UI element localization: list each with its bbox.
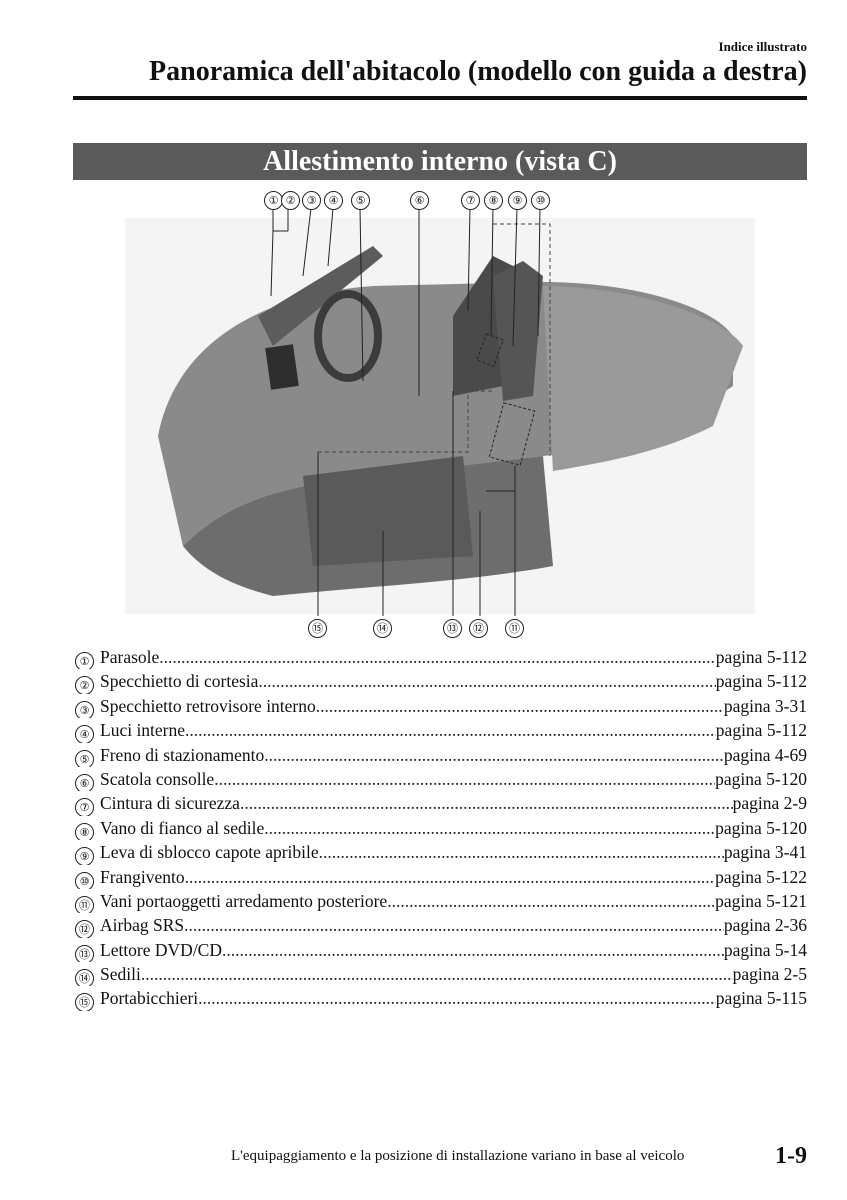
callout-5: ⑤ bbox=[351, 191, 370, 210]
page-reference-link[interactable]: pagina 5-120 bbox=[715, 817, 807, 838]
legend-number: ⑩ bbox=[75, 871, 94, 889]
legend-row: ⑬ Lettore DVD/CD pagina 5-14 bbox=[75, 938, 807, 963]
legend-item-label: Freno di stazionamento bbox=[100, 744, 265, 765]
callout-9: ⑨ bbox=[508, 191, 527, 210]
legend-row: ⑫ Airbag SRS pagina 2-36 bbox=[75, 913, 807, 938]
legend-row: ③ Specchietto retrovisore interno pagina 3… bbox=[75, 694, 807, 719]
dot-leader bbox=[184, 913, 724, 937]
dot-leader bbox=[185, 718, 716, 742]
legend-row: ⑨ Leva di sblocco capote apribile pagina 3… bbox=[75, 840, 807, 865]
interior-illustration: ① ② ③ ④ ⑤ ⑥ ⑦ ⑧ ⑨ ⑩ ⑮ ⑭ ⑬ ⑫ ⑪ bbox=[73, 186, 807, 646]
page-number: 1-9 bbox=[775, 1143, 807, 1169]
legend-item-label: Luci interne bbox=[100, 720, 186, 741]
legend-item-label: Frangivento bbox=[100, 866, 185, 887]
dot-leader bbox=[141, 962, 733, 986]
legend-row: ① Parasole pagina 5-112 bbox=[75, 645, 807, 670]
dot-leader bbox=[185, 865, 716, 889]
callout-4: ④ bbox=[324, 191, 343, 210]
legend-number: ⑪ bbox=[75, 895, 94, 914]
dot-leader bbox=[264, 816, 715, 840]
legend-number: ⑭ bbox=[75, 969, 94, 987]
page-reference-link[interactable]: pagina 3-31 bbox=[723, 695, 807, 716]
legend-item-label: Vani portaoggetti arredamento posteriore bbox=[100, 890, 388, 911]
legend-number: ⑨ bbox=[75, 847, 94, 865]
footer-note: L'equipaggiamento e la posizione di inst… bbox=[231, 1148, 685, 1164]
legend-item-label: Leva di sblocco capote apribile bbox=[100, 842, 319, 863]
cabin-drawing bbox=[125, 207, 755, 616]
page-reference-link[interactable]: pagina 5-112 bbox=[715, 647, 807, 667]
dot-leader bbox=[319, 840, 724, 864]
dot-leader bbox=[240, 791, 733, 815]
legend-number: ② bbox=[75, 676, 94, 694]
callout-3: ③ bbox=[302, 191, 321, 210]
page-reference-link[interactable]: pagina 2-9 bbox=[732, 793, 807, 814]
dot-leader bbox=[258, 669, 715, 693]
callout-6: ⑥ bbox=[410, 191, 429, 210]
callout-13: ⑬ bbox=[443, 619, 462, 638]
page-reference-link[interactable]: pagina 5-121 bbox=[715, 890, 807, 911]
legend-item-label: Airbag SRS bbox=[100, 915, 185, 936]
legend-item-label: Portabicchieri bbox=[100, 988, 199, 1009]
callout-2: ② bbox=[281, 191, 300, 210]
dot-leader bbox=[264, 743, 724, 767]
callout-10: ⑩ bbox=[531, 191, 550, 210]
callout-8: ⑧ bbox=[484, 191, 503, 210]
legend-number: ④ bbox=[75, 725, 94, 743]
section-subheader: Allestimento interno (vista C) bbox=[73, 143, 807, 180]
page-reference-link[interactable]: pagina 2-36 bbox=[723, 915, 807, 936]
callout-12: ⑫ bbox=[469, 619, 488, 638]
legend-row: ⑪ Vani portaoggetti arredamento posterior… bbox=[75, 889, 807, 914]
legend-number: ⑤ bbox=[75, 749, 94, 767]
legend-item-label: Cintura di sicurezza bbox=[100, 793, 240, 814]
legend-number: ⑮ bbox=[75, 993, 94, 1011]
legend-item-label: Scatola consolle bbox=[100, 768, 215, 789]
dot-leader bbox=[222, 938, 724, 962]
legend-item-label: Sedili bbox=[100, 964, 141, 985]
legend-number: ⑫ bbox=[75, 920, 94, 938]
page-reference-link[interactable]: pagina 2-5 bbox=[732, 964, 807, 985]
legend-number: ⑬ bbox=[75, 944, 94, 963]
dot-leader bbox=[159, 645, 716, 669]
page-reference-link[interactable]: pagina 5-122 bbox=[715, 866, 807, 887]
legend-row: ④ Luci interne pagina 5-112 bbox=[75, 718, 807, 743]
legend-number: ⑥ bbox=[75, 773, 94, 792]
dot-leader bbox=[214, 767, 715, 791]
callout-15: ⑮ bbox=[308, 619, 327, 638]
title-rule bbox=[73, 96, 807, 100]
callout-14: ⑭ bbox=[373, 619, 392, 638]
section-label: Indice illustrato bbox=[718, 39, 807, 54]
page-reference-link[interactable]: pagina 5-112 bbox=[715, 671, 807, 692]
legend-number: ⑧ bbox=[75, 822, 94, 841]
legend-item-label: Specchietto di cortesia bbox=[100, 671, 259, 692]
page-reference-link[interactable]: pagina 5-14 bbox=[723, 939, 807, 960]
page-reference-link[interactable]: pagina 4-69 bbox=[723, 744, 807, 765]
page-reference-link[interactable]: pagina 5-115 bbox=[715, 988, 807, 1009]
legend-row: ⑮ Portabicchieri pagina 5-115 bbox=[75, 986, 807, 1011]
legend-row: ⑩ Frangivento pagina 5-122 bbox=[75, 865, 807, 889]
legend-row: ⑤ Freno di stazionamento pagina 4-69 bbox=[75, 743, 807, 767]
callout-11: ⑪ bbox=[505, 619, 524, 638]
legend-number: ① bbox=[75, 652, 94, 670]
legend-list: ① Parasole pagina 5-112 ② Specchietto di co… bbox=[75, 645, 807, 1011]
legend-number: ③ bbox=[75, 700, 94, 719]
legend-row: ⑦ Cintura di sicurezza pagina 2-9 bbox=[75, 791, 807, 816]
callout-7: ⑦ bbox=[461, 191, 480, 210]
page-reference-link[interactable]: pagina 5-112 bbox=[715, 720, 807, 741]
page-title: Panoramica dell'abitacolo (modello con g… bbox=[149, 56, 807, 87]
legend-item-label: Specchietto retrovisore interno bbox=[100, 695, 316, 716]
legend-row: ⑥ Scatola consolle pagina 5-120 bbox=[75, 767, 807, 792]
dot-leader bbox=[316, 694, 724, 718]
legend-item-label: Parasole bbox=[100, 647, 160, 667]
page-reference-link[interactable]: pagina 3-41 bbox=[723, 842, 807, 863]
legend-row: ⑭ Sedili pagina 2-5 bbox=[75, 962, 807, 987]
legend-row: ② Specchietto di cortesia pagina 5-112 bbox=[75, 669, 807, 694]
dot-leader bbox=[387, 889, 715, 913]
legend-number: ⑦ bbox=[75, 798, 94, 816]
legend-item-label: Vano di fianco al sedile bbox=[100, 817, 265, 838]
legend-item-label: Lettore DVD/CD bbox=[100, 939, 222, 960]
legend-row: ⑧ Vano di fianco al sedile pagina 5-120 bbox=[75, 816, 807, 841]
dot-leader bbox=[198, 986, 716, 1010]
page-reference-link[interactable]: pagina 5-120 bbox=[715, 768, 807, 789]
